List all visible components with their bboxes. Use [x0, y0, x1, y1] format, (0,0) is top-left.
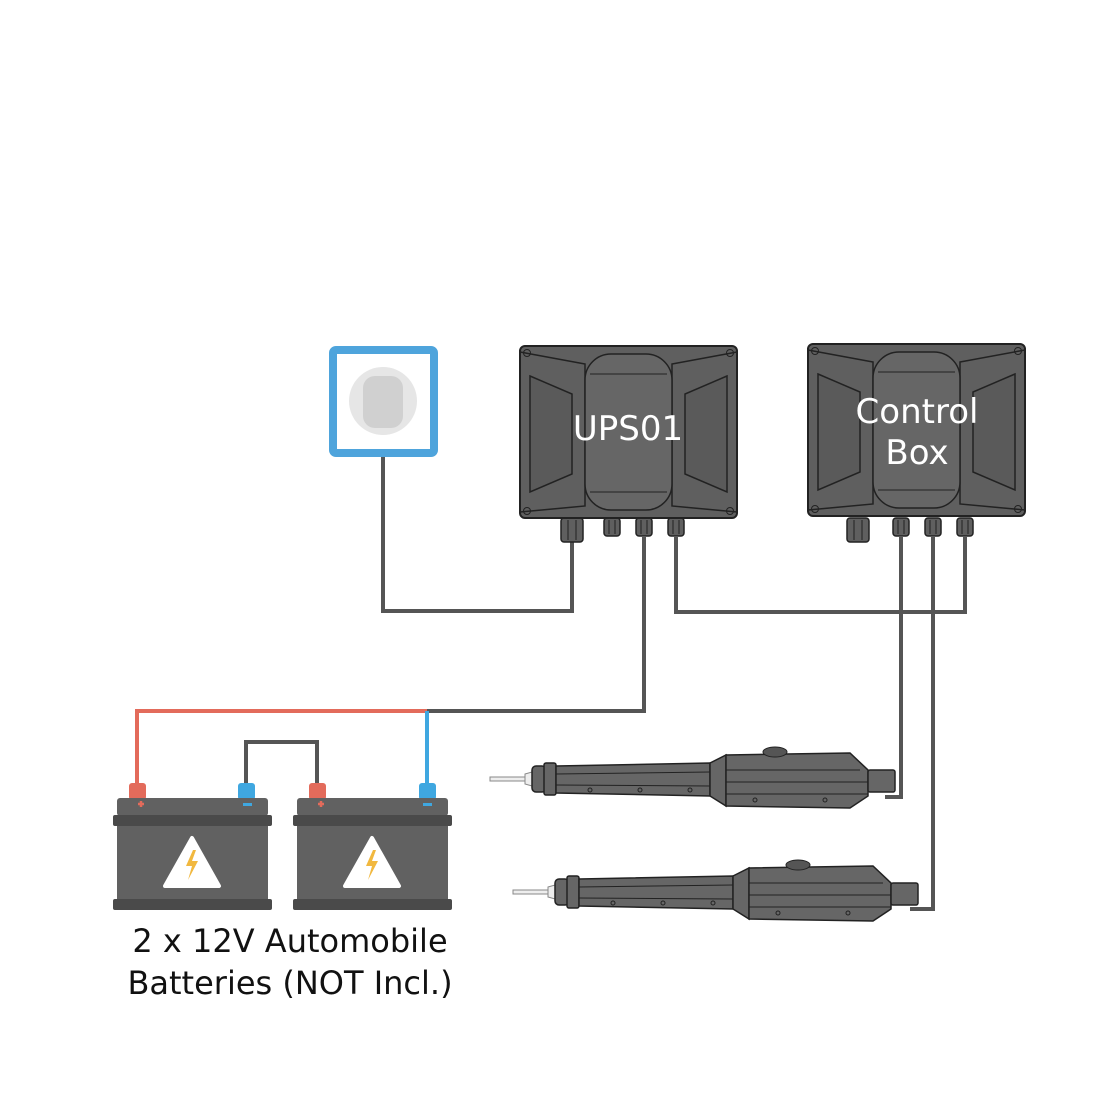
- ups-battery-wire: [427, 537, 646, 713]
- wires: [135, 430, 967, 911]
- control-box-label-line2: Box: [885, 433, 948, 473]
- battery-icon: [111, 796, 274, 912]
- battery-icon: [291, 796, 454, 912]
- positive-wire: [135, 709, 427, 785]
- control-box-label-line1: Control: [856, 392, 979, 432]
- ups-label: UPS01: [573, 409, 683, 449]
- linear-actuator-icon: [489, 746, 896, 809]
- linear-actuator-icon: [512, 859, 919, 922]
- battery-link-wire: [244, 740, 319, 785]
- battery-caption-line1: 2 x 12V Automobile: [132, 922, 448, 960]
- battery-terminals: [129, 783, 436, 800]
- actuator1-wire: [885, 537, 903, 799]
- mains-wire: [381, 430, 574, 613]
- battery-caption-line2: Batteries (NOT Incl.): [127, 964, 453, 1002]
- ups-control-wire: [674, 537, 967, 614]
- actuator2-wire: [910, 537, 935, 911]
- wall-outlet-icon: [329, 346, 438, 457]
